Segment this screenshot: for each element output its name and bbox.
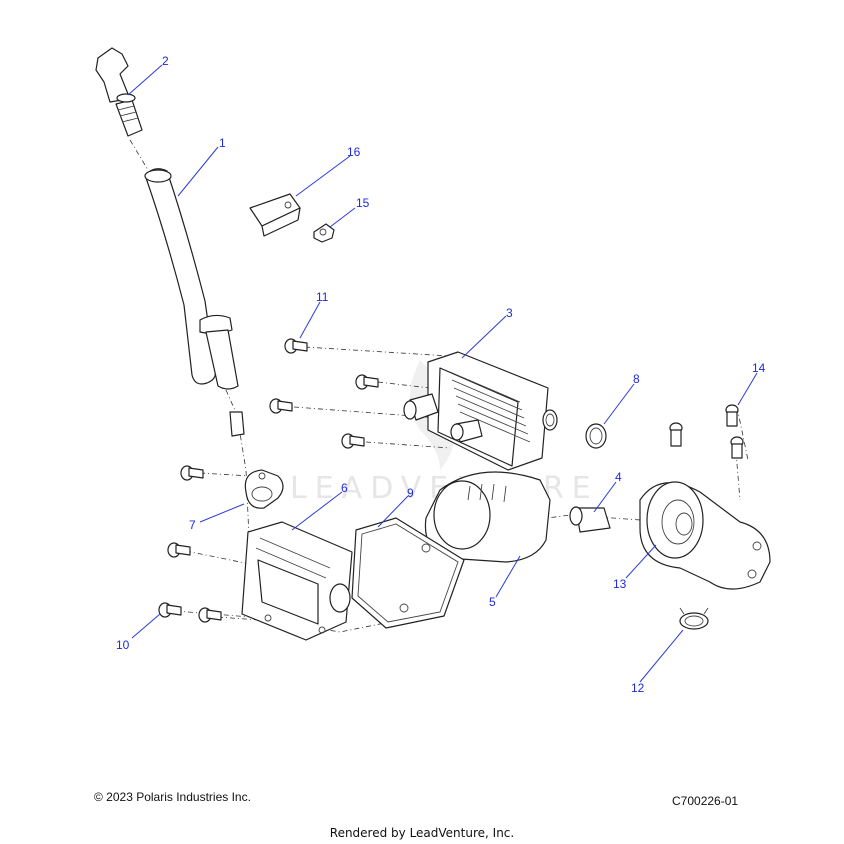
housing-bolts bbox=[158, 465, 222, 623]
gasket bbox=[244, 469, 284, 509]
callout-4: 4 bbox=[615, 470, 622, 484]
dipstick-tube bbox=[144, 168, 245, 437]
figure-code: C700226-01 bbox=[672, 794, 739, 808]
callout-5: 5 bbox=[489, 595, 496, 609]
oil-filter bbox=[424, 471, 551, 563]
callout-12: 12 bbox=[631, 681, 645, 695]
callout-11: 11 bbox=[316, 290, 329, 304]
housing-gasket bbox=[351, 517, 465, 629]
filter-adapter bbox=[639, 481, 771, 590]
callout-9: 9 bbox=[407, 486, 414, 500]
o-ring bbox=[585, 423, 607, 449]
leader-lines bbox=[127, 64, 758, 683]
callout-1: 1 bbox=[219, 136, 226, 150]
callout-16: 16 bbox=[347, 145, 361, 159]
callout-14: 14 bbox=[752, 361, 766, 375]
bracket-bolt bbox=[313, 223, 335, 243]
bracket bbox=[249, 193, 301, 237]
filter-nipple bbox=[569, 506, 611, 533]
adapter-bolts bbox=[669, 404, 744, 459]
cooler-bolts bbox=[269, 338, 379, 449]
callout-2: 2 bbox=[162, 54, 169, 68]
callout-6: 6 bbox=[341, 481, 348, 495]
oil-cooler bbox=[403, 351, 558, 471]
callout-15: 15 bbox=[356, 196, 370, 210]
dipstick-handle bbox=[95, 47, 143, 137]
callout-7: 7 bbox=[189, 518, 196, 532]
copyright-text: © 2023 Polaris Industries Inc. bbox=[94, 790, 251, 804]
callout-10: 10 bbox=[116, 638, 130, 652]
callout-8: 8 bbox=[633, 372, 640, 386]
rendered-by-credit: Rendered by LeadVenture, Inc. bbox=[329, 826, 515, 840]
callout-13: 13 bbox=[613, 577, 627, 591]
callout-labels: 1 2 3 4 5 6 7 8 9 10 11 12 13 14 15 16 bbox=[116, 54, 766, 695]
callout-3: 3 bbox=[506, 306, 513, 320]
filter-housing bbox=[241, 521, 353, 641]
hose-clamp bbox=[679, 607, 709, 630]
